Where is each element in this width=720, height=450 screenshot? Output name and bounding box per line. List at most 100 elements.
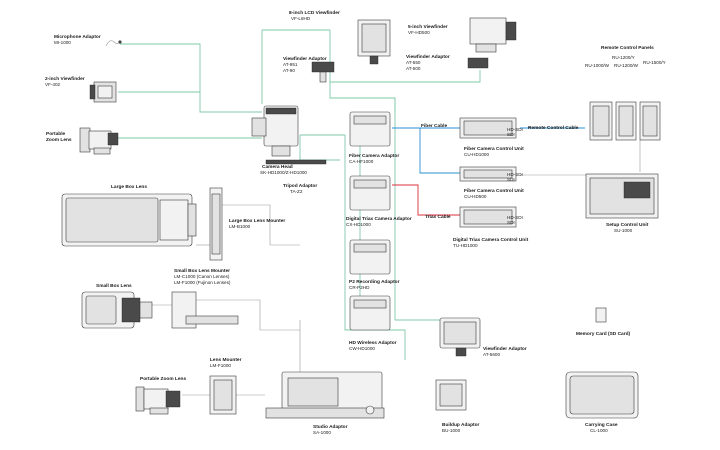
small-box-lens-device [81, 291, 153, 329]
setup-control-unit-device [585, 173, 659, 219]
label-tripod-1: TA-Z2 [290, 189, 303, 194]
label-vfa-left-0: Viewfinder Adaptor [283, 56, 327, 62]
label-vfa-left-2: AT-90 [283, 68, 295, 73]
label-triax-adaptor-1: CX-HD1000 [346, 222, 371, 227]
label-sbm-0: Small Box Lens Mounter [174, 268, 230, 274]
label-lbm-1: LM-B1000 [229, 224, 251, 229]
fiber-camera-adaptor-device [349, 111, 391, 147]
label-sdi-a: SDI [507, 132, 515, 137]
label-fiber-adaptor-0: Fiber Camera Adaptor [349, 153, 399, 159]
label-vf2-1: VF-402 [45, 82, 61, 87]
label-buildup-0: Buildup Adaptor [442, 422, 480, 428]
label-camera-head-1: SK-HD1000/Z-HD1000 [260, 170, 307, 175]
label-hd-sdi-b: HD-SDI [507, 172, 523, 177]
lens-mounter-device [209, 375, 237, 415]
remote-panel-c-device [639, 101, 661, 141]
label-vfa-bottom-1: AT-5600 [483, 352, 500, 357]
label-lbm-0: Large Box Lens Mounter [229, 218, 285, 224]
buildup-adaptor-device [435, 379, 467, 411]
fiber-ccu-hd1000-device [459, 117, 517, 139]
label-tripod-0: Tripod Adaptor [283, 183, 317, 189]
label-lm-0: Lens Mounter [210, 357, 242, 363]
label-mic-adaptor-1: MI-1000 [54, 40, 71, 45]
label-ccu2-0: Fiber Camera Control Unit [464, 188, 524, 194]
remote-panel-a-device [589, 101, 613, 141]
label-camera-head-0: Camera Head [262, 164, 293, 170]
triax-ccu-device [459, 206, 517, 228]
label-zoom-0: Portable [46, 131, 66, 137]
small-box-lens-mounter-device [171, 291, 239, 329]
label-ccu1-1: CU-HD1000 [464, 152, 489, 157]
label-studio-1: SA-1000 [313, 430, 331, 435]
label-remote-panels: Remote Control Panels [601, 45, 654, 51]
studio-adaptor-device [265, 371, 385, 419]
label-setup-1: SU-1000 [614, 228, 633, 233]
label-lcd-vf-0: 8-inch LCD Viewfinder [289, 10, 340, 16]
label-ccu1-0: Fiber Camera Control Unit [464, 146, 524, 152]
viewfinder-2inch-device [89, 81, 117, 103]
label-mic-adaptor-0: Microphone Adaptor [54, 34, 101, 40]
label-ccu2-1: CU-HD500 [464, 194, 487, 199]
label-setup-0: Setup Control Unit [606, 222, 649, 228]
label-sdi-c: SDI [507, 220, 515, 225]
label-rcp-b: RU-1200/W [614, 63, 639, 68]
label-vfa-right-0: Viewfinder Adaptor [406, 54, 450, 60]
label-triax-adaptor-0: Digital Triax Camera Adaptor [346, 216, 412, 222]
label-vf5-1: VF-HD500 [408, 30, 430, 35]
lcd-viewfinder-device [357, 19, 391, 65]
label-sbm-1: LM-C1000 (Canon Lenses) [174, 274, 230, 279]
viewfinder-5inch-device [469, 17, 517, 53]
label-vf5-0: 5-inch Viewfinder [408, 24, 448, 30]
label-triax-ccu-1: TU-HD1000 [453, 243, 478, 248]
viewfinder-adaptor-right-device [467, 57, 489, 69]
microphone-adaptor-device [105, 40, 122, 47]
memory-card-device [595, 307, 607, 323]
label-triax-ccu-0: Digital Triax Camera Control Unit [453, 237, 529, 243]
label-small-box-lens: Small Box Lens [96, 283, 132, 289]
portable-zoom-lens-bottom-device [135, 386, 181, 415]
label-p2-1: CR-P2HD [349, 285, 370, 290]
label-vfa-right-1: AT-550 [406, 60, 421, 65]
label-vfa-right-2: AT-500 [406, 66, 421, 71]
label-remote-cable: Remote Control Cable [528, 125, 579, 131]
label-triax-cable: Triax Cable [425, 214, 451, 220]
label-wireless-0: HD Wireless Adaptor [349, 340, 397, 346]
label-lm-1: LM-F1000 [210, 363, 231, 368]
label-large-box-lens: Large Box Lens [111, 184, 147, 190]
label-buildup-1: BU-1000 [442, 428, 461, 433]
label-fiber-cable: Fiber Cable [421, 123, 447, 129]
label-rcp-a-1: RU-1000/W [585, 63, 610, 68]
label-sbm-2: LM-F1000 (Fujinon Lenses) [174, 280, 231, 285]
label-portable-zoom-lens: Portable Zoom Lens [140, 376, 186, 382]
remote-panel-b-device [615, 101, 637, 141]
camera-head-device [251, 105, 327, 165]
label-studio-0: Studio Adaptor [313, 424, 348, 430]
label-wireless-1: CW-HD1000 [349, 346, 375, 351]
label-lcd-vf-1: VF-L8HD [291, 16, 311, 21]
label-sdi-b: SDI [507, 177, 515, 182]
hd-wireless-adaptor-device [349, 295, 391, 331]
triax-camera-adaptor-device [349, 175, 391, 211]
carrying-case-device [565, 371, 639, 419]
label-fiber-adaptor-1: CA-HF1000 [349, 159, 374, 164]
text-labels: Microphone Adaptor MI-1000 2-inch Viewfi… [45, 10, 666, 435]
label-hd-sdi-c: HD-SDI [507, 215, 523, 220]
large-box-lens-device [61, 193, 197, 247]
large-box-lens-mounter-device [209, 187, 223, 261]
label-vf2-0: 2-inch Viewfinder [45, 76, 85, 82]
label-p2-0: P2 Recording Adaptor [349, 279, 400, 285]
p2-recording-adaptor-device [349, 239, 391, 275]
label-zoom-1: Zoom Lens [46, 137, 72, 143]
portable-zoom-lens-device [79, 127, 119, 155]
label-vfa-bottom-0: Viewfinder Adaptor [483, 346, 527, 352]
viewfinder-adaptor-left-device [311, 61, 335, 83]
label-rcp-a-0: RU-1200/Y [612, 55, 635, 60]
fiber-ccu-hd500-device [459, 166, 517, 182]
viewfinder-adaptor-bottom-device [439, 317, 481, 357]
label-hd-sdi-a: HD-SDI [507, 127, 523, 132]
label-vfa-left-1: AT-951 [283, 62, 298, 67]
label-rcp-c: RU-1500/Y [643, 60, 666, 65]
label-memory-card: Memory Card (SD Card) [576, 331, 631, 337]
label-case-0: Carrying Case [585, 422, 618, 428]
